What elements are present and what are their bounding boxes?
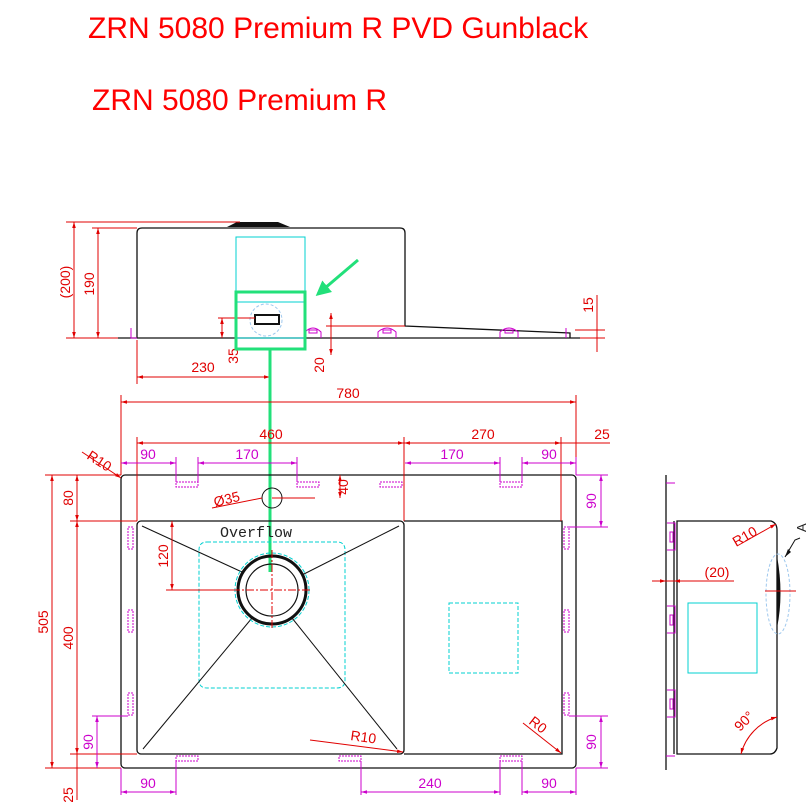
dim-drain-offset-plan: 120 (155, 544, 171, 568)
side-hidden-square (687, 602, 758, 674)
dim-edge-right: 25 (594, 426, 610, 442)
overflow-label: Overflow (220, 525, 292, 542)
detail-a-label: A (794, 523, 809, 532)
dim-bottom-clip-span: 240 (418, 775, 442, 791)
dim-clip-top-right-v: 90 (583, 493, 599, 509)
dim-height: 190 (81, 272, 97, 296)
highlight-arrow-icon (315, 258, 359, 296)
dim-bottom-margin: 25 (60, 787, 76, 803)
dim-clip-span-right: 170 (440, 446, 464, 462)
dim-bottom-clip-left: 90 (140, 775, 156, 791)
side-body-outline (676, 520, 778, 755)
drainboard-outline (404, 520, 563, 755)
plan-view: Overflow 780 460 270 25 90 170 170 90 R1… (35, 385, 610, 803)
bowl-bottom-hidden (198, 541, 346, 689)
dim-clip-bottom-left-v: 90 (80, 734, 96, 750)
product-subtitle: ZRN 5080 Premium R (92, 84, 388, 117)
dim-corner-radius-bowl: R10 (350, 727, 378, 746)
product-title: ZRN 5080 Premium R PVD Gunblack (88, 12, 589, 45)
dim-clip-span-left: 170 (235, 446, 259, 462)
dim-drain-height: 35 (225, 348, 241, 364)
dim-bottom-clip-right: 90 (541, 775, 557, 791)
dim-overall-depth: 505 (35, 610, 51, 634)
sink-outer-outline (120, 474, 577, 769)
dim-bowl-depth: 400 (60, 626, 76, 650)
dim-clip-left: 90 (140, 446, 156, 462)
dim-tap-hole: Ø35 (212, 488, 242, 510)
side-clips (666, 482, 676, 757)
dim-overall-width: 780 (336, 385, 360, 401)
overflow-slot (254, 314, 280, 325)
side-view: A R10 (20) 90° (652, 475, 809, 770)
detail-a-circle (765, 553, 791, 635)
sink-body-outline (136, 227, 571, 338)
dim-overall-height: (200) (57, 266, 73, 299)
mounting-clips (127, 481, 570, 762)
dim-bowl-width: 460 (259, 426, 283, 442)
bowl-outline (136, 520, 405, 755)
tap-deck (227, 222, 290, 227)
dim-end-height: 15 (580, 297, 596, 313)
overflow-highlight-box (234, 290, 307, 351)
dim-drainboard-step: 20 (311, 357, 327, 373)
dim-side-radius: R10 (730, 523, 760, 550)
dim-clip-right: 90 (541, 446, 557, 462)
dim-top-margin: 80 (60, 490, 76, 506)
dim-tap-offset: 40 (335, 479, 351, 495)
dim-corner-radius-drainboard: R0 (526, 713, 550, 737)
dim-drain-offset: 230 (191, 359, 215, 375)
overflow-detail-circle (249, 303, 283, 337)
dim-drainboard-width: 270 (471, 426, 495, 442)
bowl-hidden-outline (235, 236, 306, 339)
front-view: (200) 190 230 35 20 15 (57, 221, 605, 572)
drainboard-hidden-square (448, 602, 519, 674)
dim-clip-bottom-right-v: 90 (583, 734, 599, 750)
dim-side-thickness: (20) (705, 564, 730, 580)
dim-side-angle: 90° (731, 708, 757, 734)
